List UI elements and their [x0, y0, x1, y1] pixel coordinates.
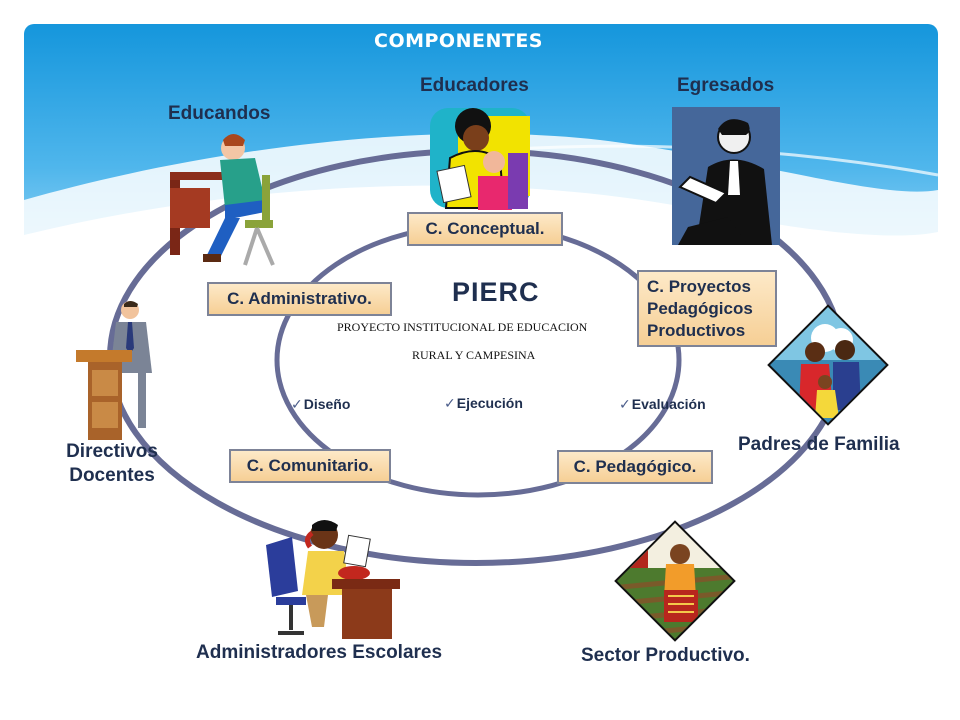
component-comunitario-box: C. Comunitario. [229, 449, 391, 483]
actor-sector-label: Sector Productivo. [581, 645, 750, 666]
teacher-with-child-icon [430, 108, 530, 210]
phase-diseno: ✓Diseño [291, 396, 350, 413]
component-proyectos-box: C. Proyectos Pedagógicos Productivos [637, 270, 777, 347]
phase-ejecucion-label: Ejecución [456, 395, 523, 411]
phase-evaluacion-label: Evaluación [631, 396, 706, 412]
component-pedagogico-box: C. Pedagógico. [557, 450, 713, 484]
center-acronym: PIERC [452, 277, 540, 307]
center-subtitle-line1: PROYECTO INSTITUCIONAL DE EDUCACION [337, 320, 588, 334]
slide-title: COMPONENTES [374, 30, 543, 52]
component-conceptual-box: C. Conceptual. [407, 212, 563, 246]
component-proyectos-line1: C. Proyectos [647, 277, 751, 296]
checkmark-icon: ✓ [444, 395, 456, 411]
actor-educandos-label: Educandos [168, 103, 271, 124]
component-proyectos-line3: Productivos [647, 321, 746, 340]
phase-ejecucion: ✓Ejecución [444, 395, 523, 412]
checkmark-icon: ✓ [291, 396, 303, 412]
component-proyectos-line2: Pedagógicos [647, 299, 753, 318]
actor-egresados-label: Egresados [677, 75, 775, 96]
actor-padres-label: Padres de Familia [738, 434, 900, 455]
center-subtitle-line2: RURAL Y CAMPESINA [412, 348, 536, 362]
speaker-at-podium-icon [76, 301, 152, 440]
actor-educadores-label: Educadores [420, 75, 529, 96]
administrator-on-phone-icon [266, 520, 400, 639]
checkmark-icon: ✓ [619, 396, 631, 412]
family-icon [767, 304, 889, 426]
actor-directivos-label: Directivos Docentes [52, 440, 172, 488]
component-administrativo-box: C. Administrativo. [207, 282, 392, 316]
graduate-reading-icon [672, 107, 780, 245]
actor-directivos-line2: Docentes [69, 465, 155, 486]
student-writing-icon [170, 134, 275, 266]
actor-directivos-line1: Directivos [66, 441, 158, 462]
farmer-produce-icon [614, 520, 736, 642]
phase-evaluacion: ✓Evaluación [619, 396, 706, 413]
phase-diseno-label: Diseño [303, 396, 351, 412]
actor-administradores-label: Administradores Escolares [196, 642, 443, 663]
